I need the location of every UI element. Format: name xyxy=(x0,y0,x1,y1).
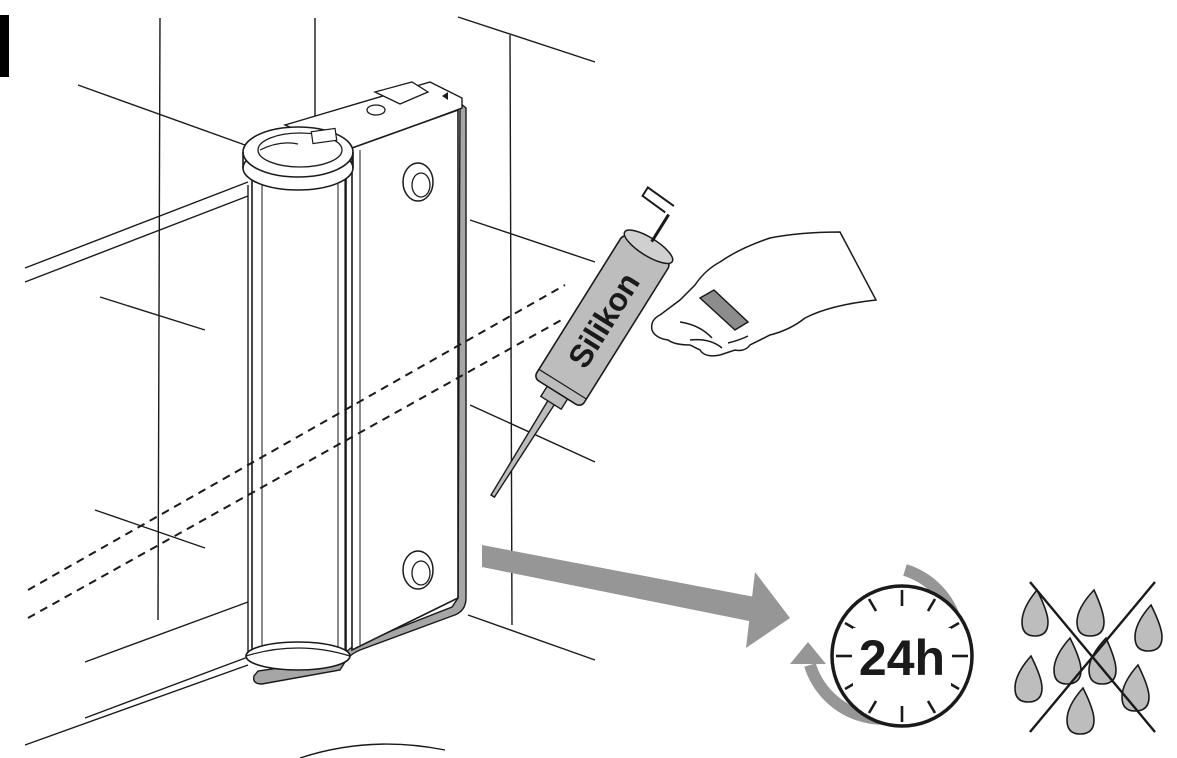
arrow-right-icon xyxy=(482,545,790,648)
cure-time-label: 24h xyxy=(859,630,945,686)
profile-plate xyxy=(351,108,459,652)
hinge-cylinder xyxy=(242,126,354,671)
glass-panel xyxy=(24,181,249,719)
water-drop-icon xyxy=(1134,603,1163,652)
water-drop-icon xyxy=(1021,588,1049,637)
screw-top xyxy=(402,162,434,202)
water-drop-icon xyxy=(1066,686,1095,735)
water-drop-icon xyxy=(1088,636,1117,685)
corner-marker xyxy=(0,15,9,77)
water-drop-icon xyxy=(1121,663,1150,712)
screw-bottom xyxy=(402,550,434,590)
tile-wall xyxy=(24,16,596,758)
cartridge-nozzle xyxy=(490,389,562,499)
clock-icon: 24h xyxy=(790,564,974,728)
no-water-drops-icon xyxy=(1014,588,1163,735)
cross-out-icon xyxy=(1029,581,1156,733)
hand xyxy=(650,231,878,357)
silicone-cartridge: Silikon xyxy=(490,185,675,499)
water-drop-icon xyxy=(1014,654,1043,703)
projection-lines xyxy=(27,284,566,619)
water-drop-icon xyxy=(1053,636,1082,685)
water-drop-icon xyxy=(1076,588,1105,637)
